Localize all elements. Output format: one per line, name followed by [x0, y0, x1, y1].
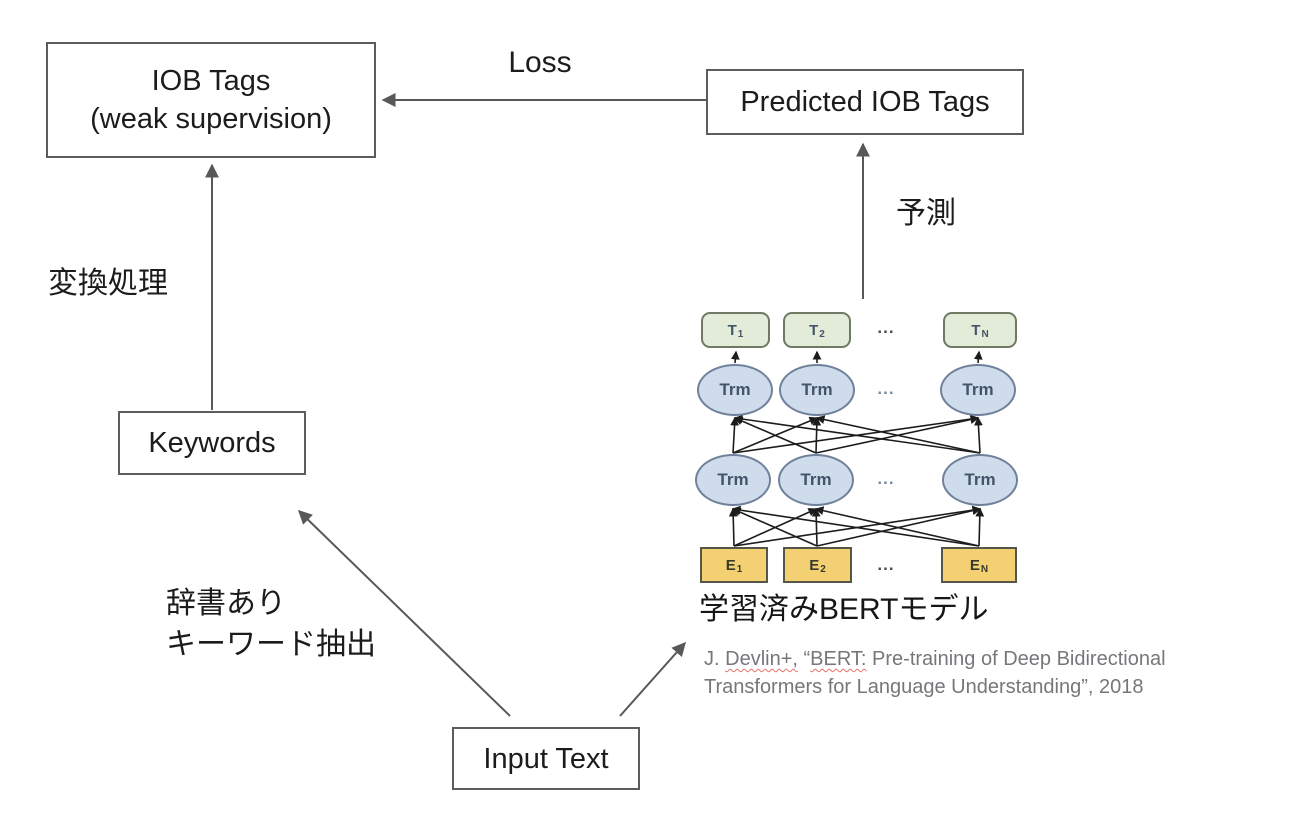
citation-squiggle-devlin: Devlin+,: [725, 648, 798, 670]
bert-embed-to-trm-lines: [728, 505, 985, 547]
bert-trm-lower-2-node: Trm: [778, 454, 854, 506]
predicted-iob-tags-label: Predicted IOB Tags: [740, 86, 990, 118]
bert-citation: J. Devlin+, “BERT: Pre-training of Deep …: [704, 645, 1296, 701]
t2-sub: 2: [819, 328, 825, 340]
e1-main: E: [725, 556, 736, 574]
t2-main: T: [809, 321, 819, 339]
tn-main: T: [971, 321, 981, 339]
keywords-box: Keywords: [118, 411, 306, 475]
keywords-label: Keywords: [148, 427, 276, 459]
citation-part2: “: [797, 648, 811, 670]
conversion-edge-label: 変換処理: [48, 267, 168, 300]
loss-edge-label: Loss: [508, 46, 572, 79]
dictionary-edge-label: 辞書あり キーワード抽出: [166, 583, 376, 665]
output-row-ellipsis: ...: [877, 318, 895, 337]
input-text-box: Input Text: [452, 727, 640, 790]
iob-tags-box: IOB Tags (weak supervision): [46, 42, 376, 158]
citation-line2: Transformers for Language Understanding”…: [704, 676, 1144, 698]
tn-sub: N: [981, 328, 989, 340]
t1-main: T: [727, 321, 737, 339]
bert-trm-lower-1-node: Trm: [695, 454, 771, 506]
citation-line1: J. Devlin+, “BERT: Pre-training of Deep …: [704, 645, 1296, 673]
e2-main: E: [809, 556, 820, 574]
en-main: E: [969, 556, 980, 574]
bert-trm-upper-n-node: Trm: [940, 364, 1016, 416]
citation-part3: Pre-training of Deep Bidirectional: [866, 648, 1166, 670]
iob-tags-line1: IOB Tags: [151, 65, 271, 97]
citation-part1: J.: [704, 648, 726, 670]
lower-trm-row-ellipsis: ...: [877, 469, 895, 488]
upper-trm-row-ellipsis: ...: [877, 379, 895, 398]
citation-squiggle-bert: BERT:: [810, 648, 867, 670]
e1-sub: 1: [736, 563, 743, 575]
en-sub: N: [980, 563, 989, 575]
embed-row-ellipsis: ...: [877, 555, 895, 574]
bert-trm-upper-2-node: Trm: [779, 364, 855, 416]
iob-tags-line2: (weak supervision): [90, 103, 332, 135]
bert-trm-lower-n-node: Trm: [942, 454, 1018, 506]
input-text-label: Input Text: [483, 742, 609, 775]
input-to-bert-arrow: [619, 641, 686, 717]
bert-trm-to-trm-lines: [730, 414, 983, 454]
e2-sub: 2: [820, 563, 826, 575]
bert-trm-to-output-lines: [730, 350, 983, 364]
prediction-edge-label: 予測: [896, 197, 956, 230]
predicted-iob-tags-box: Predicted IOB Tags: [706, 69, 1024, 135]
dictionary-edge-label-line1: 辞書あり: [166, 587, 286, 620]
bert-model-caption: 学習済みBERTモデル: [699, 593, 989, 626]
dictionary-edge-label-line2: キーワード抽出: [166, 628, 376, 661]
bert-trm-upper-1-node: Trm: [697, 364, 773, 416]
t1-sub: 1: [737, 328, 744, 340]
